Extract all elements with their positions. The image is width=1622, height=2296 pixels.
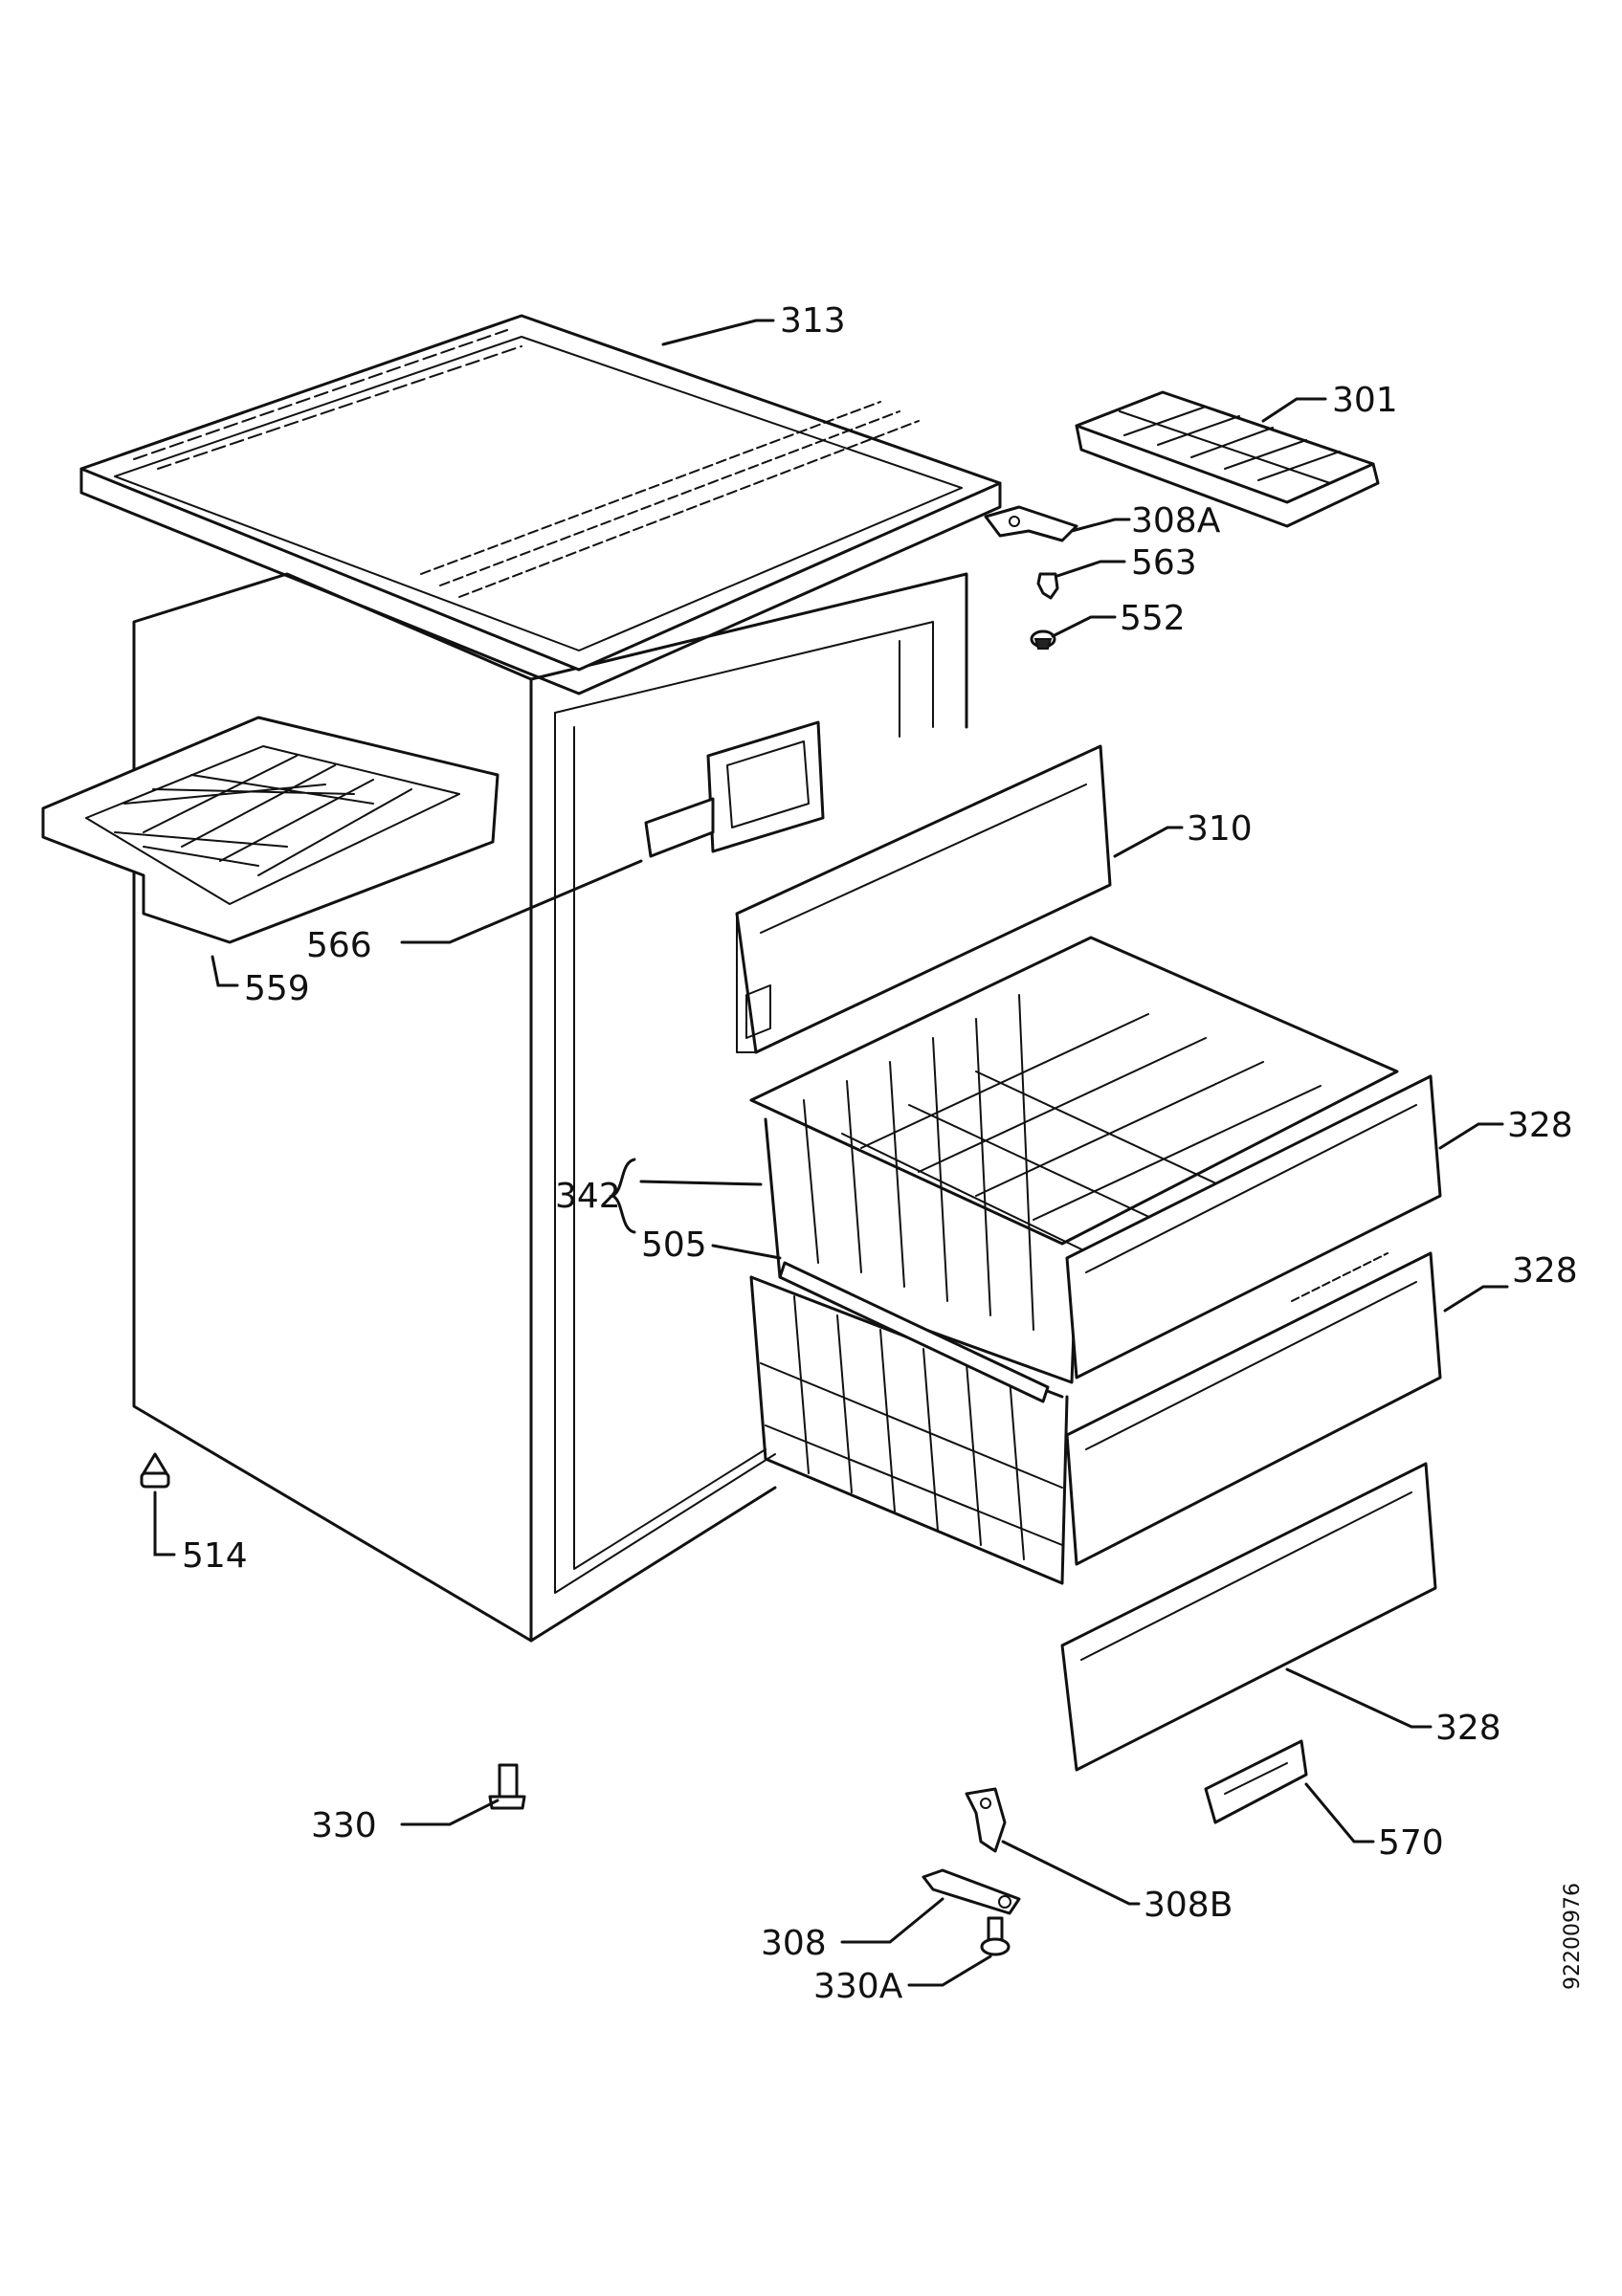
- label-301: 301: [1332, 381, 1398, 420]
- drawer-front-upper: [1065, 1074, 1442, 1380]
- label-308: 308: [761, 1924, 827, 1963]
- label-559: 559: [244, 969, 310, 1008]
- hinge-308B: [965, 1787, 1007, 1853]
- cap-552: [1030, 629, 1056, 650]
- label-328-middle: 328: [1512, 1251, 1578, 1291]
- screw-330A: [980, 1916, 1011, 1956]
- part-labels: 313 301 308A 563 552 310 566 559 328 328…: [182, 301, 1578, 2006]
- handle-570: [1204, 1739, 1308, 1824]
- cabinet-body: [132, 572, 968, 1643]
- label-328-upper: 328: [1507, 1106, 1573, 1145]
- screw-563: [1036, 572, 1059, 600]
- flap-310: [735, 744, 1112, 1054]
- label-505: 505: [641, 1225, 707, 1265]
- label-342: 342: [555, 1177, 621, 1216]
- label-330: 330: [311, 1806, 377, 1845]
- label-566: 566: [306, 926, 372, 965]
- label-563: 563: [1131, 543, 1197, 583]
- hinge-308: [922, 1868, 1021, 1915]
- hinge-308A: [984, 505, 1078, 542]
- drawer-front-middle: [1065, 1251, 1442, 1566]
- drawer-front-lower: [1060, 1462, 1437, 1772]
- label-308A: 308A: [1131, 501, 1221, 541]
- label-308B: 308B: [1144, 1886, 1233, 1925]
- label-328-lower: 328: [1435, 1709, 1501, 1748]
- label-330A: 330A: [813, 1967, 903, 2006]
- label-514: 514: [182, 1536, 248, 1576]
- bar-505: [778, 1261, 1050, 1403]
- document-id: 92200976: [1561, 1883, 1585, 1990]
- leader-lines: [153, 319, 1509, 1987]
- top-cover-313: [79, 314, 1002, 695]
- ice-tray-301: [1075, 390, 1380, 528]
- label-552: 552: [1120, 599, 1186, 638]
- label-570: 570: [1378, 1823, 1444, 1863]
- foot-514: [140, 1452, 170, 1489]
- label-313: 313: [780, 301, 846, 341]
- shelf-tray-559: [41, 716, 500, 944]
- label-310: 310: [1187, 809, 1253, 849]
- control-panel-566: [644, 720, 825, 858]
